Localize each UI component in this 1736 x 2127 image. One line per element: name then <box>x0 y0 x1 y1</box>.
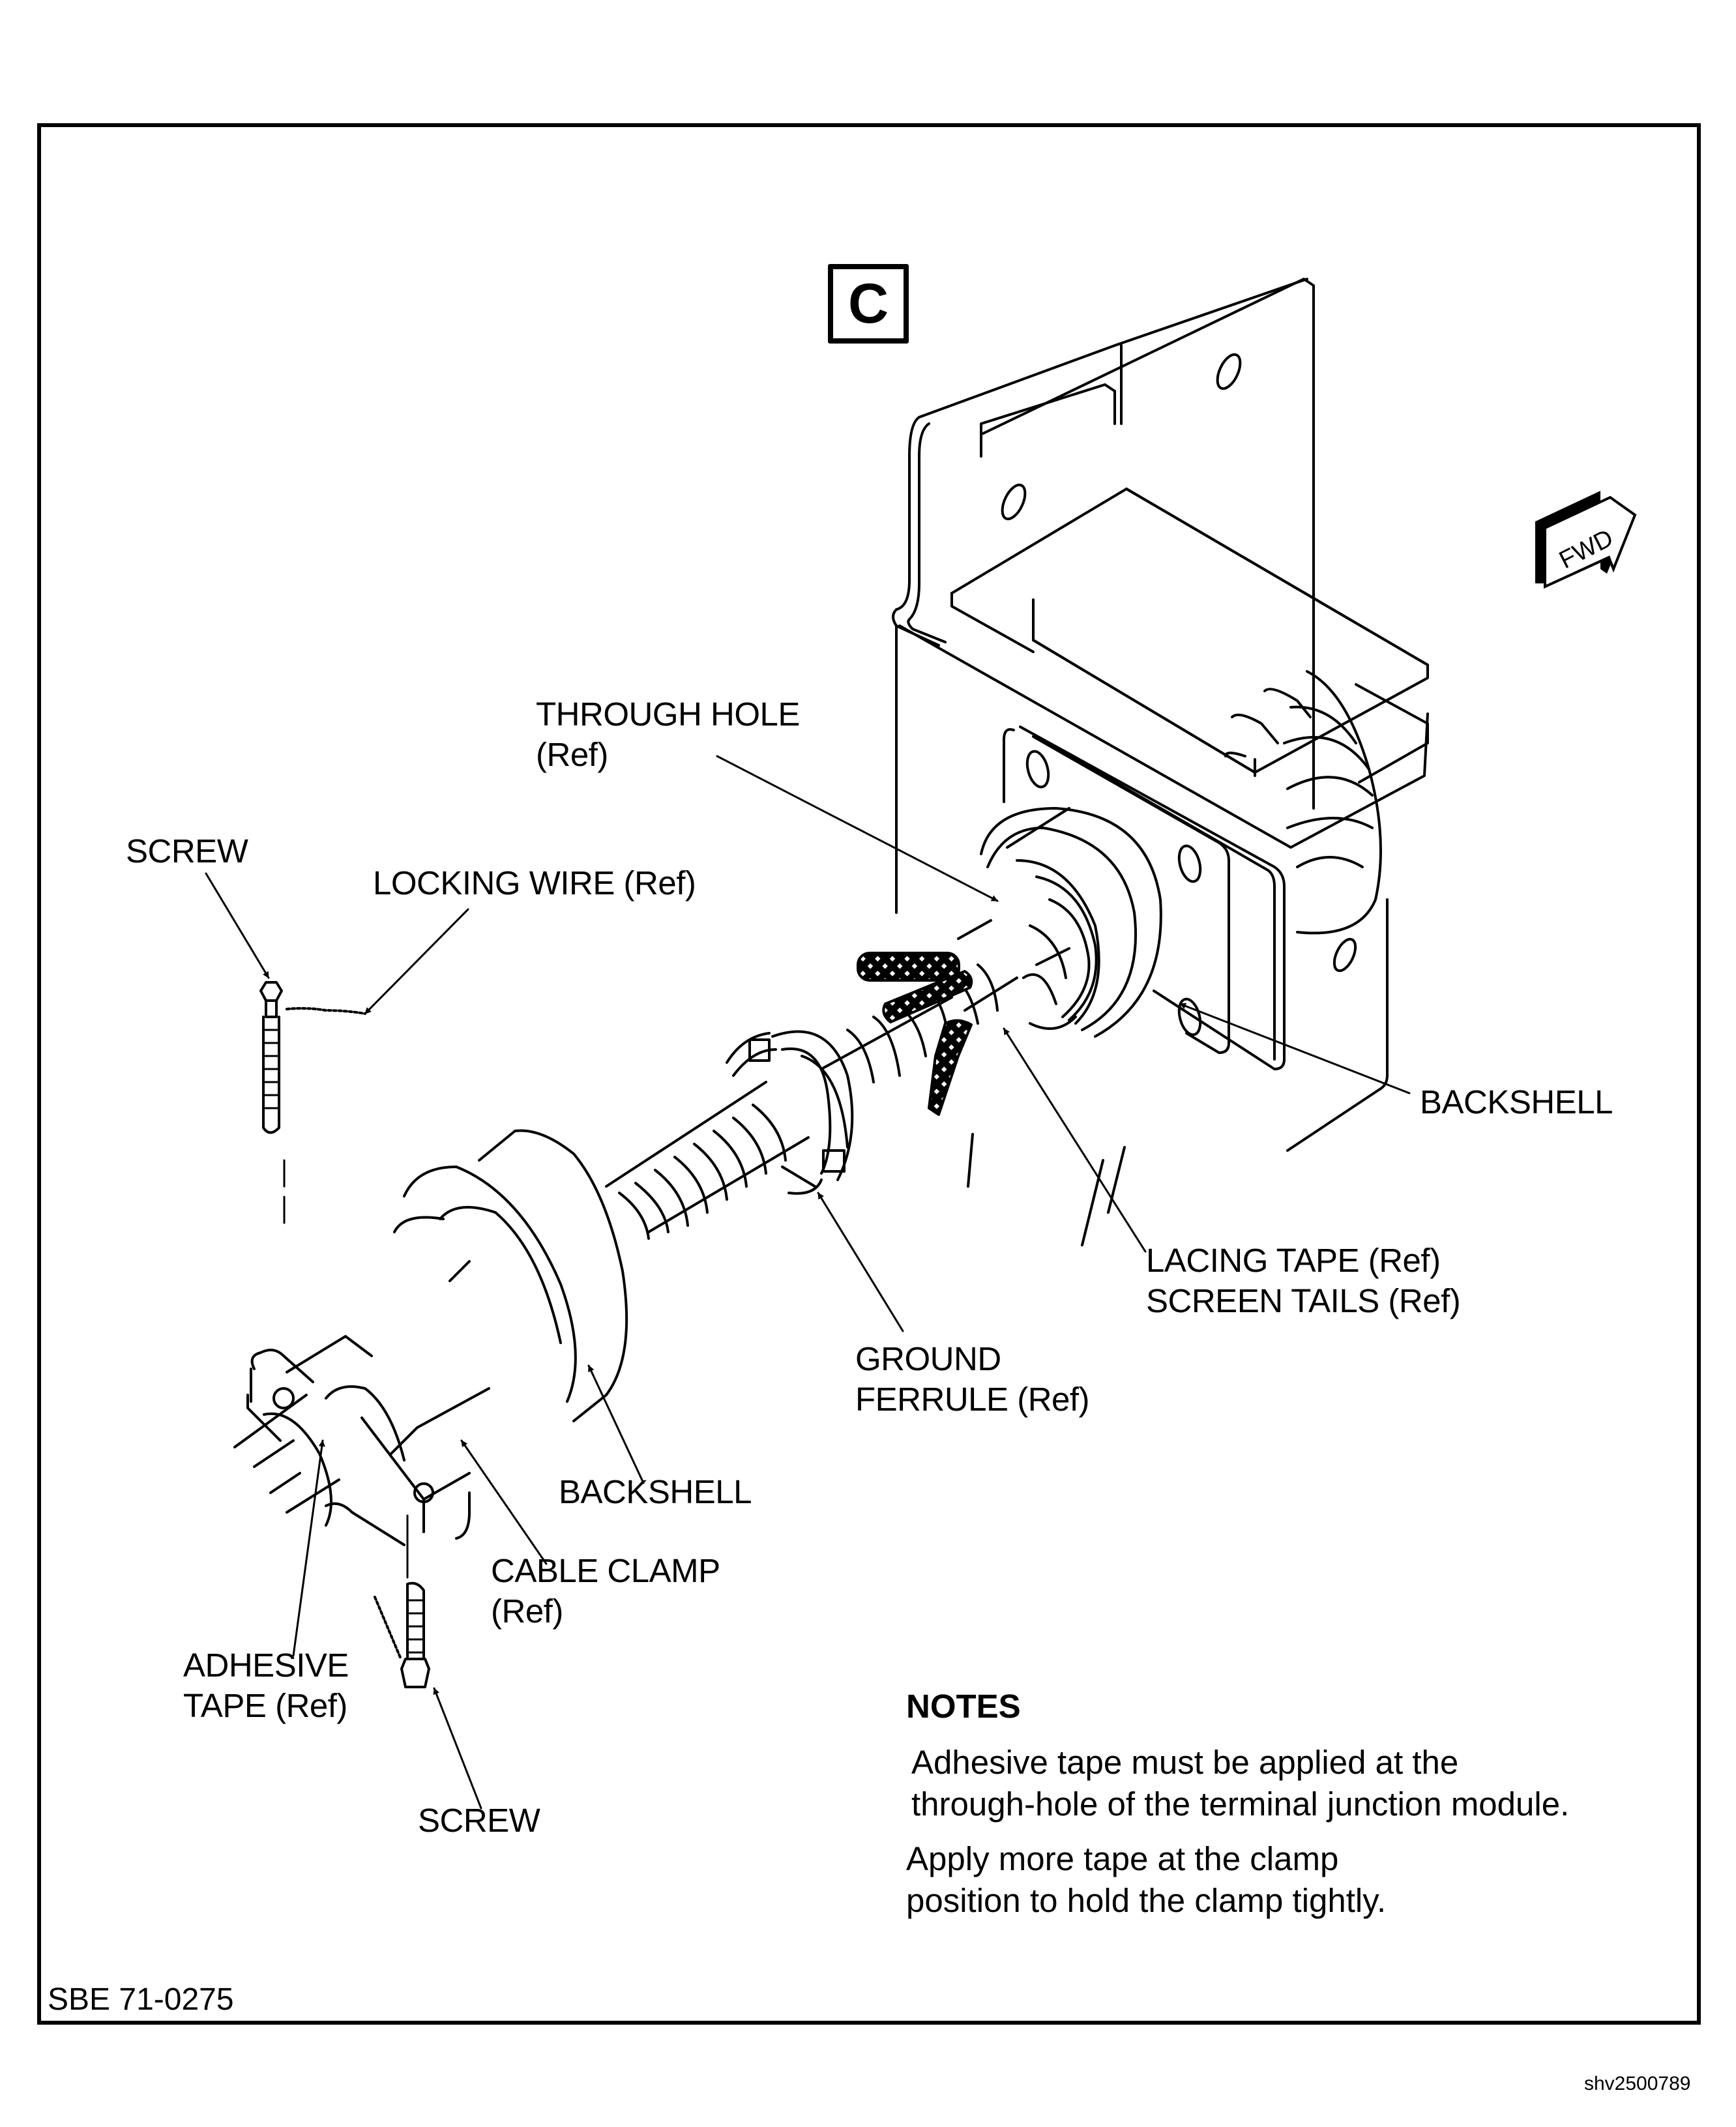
callout-through-hole: THROUGH HOLE (Ref) <box>536 694 800 775</box>
notes-title: NOTES <box>906 1688 1021 1725</box>
callout-text: (Ref) <box>491 1592 563 1630</box>
cable-wrap <box>605 1081 810 1240</box>
fwd-arrow-icon: FWD <box>1535 491 1637 589</box>
cable-clamp <box>233 1335 490 1546</box>
figure-id: shv2500789 <box>1584 2073 1691 2094</box>
rear-backshell <box>393 1129 628 1422</box>
note-line: Adhesive tape must be applied at the <box>911 1744 1459 1781</box>
callout-screen-tails: SCREEN TAILS (Ref) <box>1146 1282 1461 1319</box>
callout-screw-top: SCREW <box>126 832 248 870</box>
note-line: Apply more tape at the clamp <box>906 1840 1339 1877</box>
callout-locking-wire: LOCKING WIRE (Ref) <box>373 864 696 902</box>
note-line: position to hold the clamp tightly. <box>906 1882 1387 1919</box>
callout-cable-clamp: CABLE CLAMP (Ref) <box>491 1551 720 1632</box>
callout-text: TAPE (Ref) <box>183 1687 347 1724</box>
screw-bottom <box>374 1514 430 1688</box>
note-1: Adhesive tape must be applied at the thr… <box>911 1742 1569 1825</box>
callout-text: ADHESIVE <box>183 1647 349 1684</box>
view-label: C <box>847 272 889 335</box>
callout-ground-ferrule: GROUND FERRULE (Ref) <box>855 1339 1090 1420</box>
callout-text: CABLE CLAMP <box>491 1552 720 1589</box>
figure-frame <box>37 123 1701 2025</box>
connector-flange <box>980 726 1286 1070</box>
document-code: SBE 71-0275 <box>48 1982 234 2017</box>
callout-text: FERRULE (Ref) <box>855 1381 1090 1418</box>
callout-screw-bottom: SCREW <box>418 1802 540 1839</box>
view-label-box: C <box>828 264 909 344</box>
ground-ferrule <box>726 1030 854 1195</box>
wire-harness <box>820 919 1126 1246</box>
note-line: through-hole of the terminal junction mo… <box>911 1785 1570 1823</box>
screw-top <box>259 981 366 1233</box>
callout-text: GROUND <box>855 1340 1001 1377</box>
callout-text: (Ref) <box>536 736 608 773</box>
terminal-junction-module <box>892 278 1429 1152</box>
callout-backshell-rear: BACKSHELL <box>559 1473 752 1510</box>
callout-backshell-module: BACKSHELL <box>1420 1083 1613 1121</box>
callout-adhesive-tape: ADHESIVE TAPE (Ref) <box>183 1645 349 1726</box>
leader-lines <box>205 755 1411 1810</box>
callout-text: THROUGH HOLE <box>536 696 800 733</box>
note-2: Apply more tape at the clamp position to… <box>906 1838 1386 1922</box>
callout-lacing-tape: LACING TAPE (Ref) <box>1146 1242 1441 1279</box>
